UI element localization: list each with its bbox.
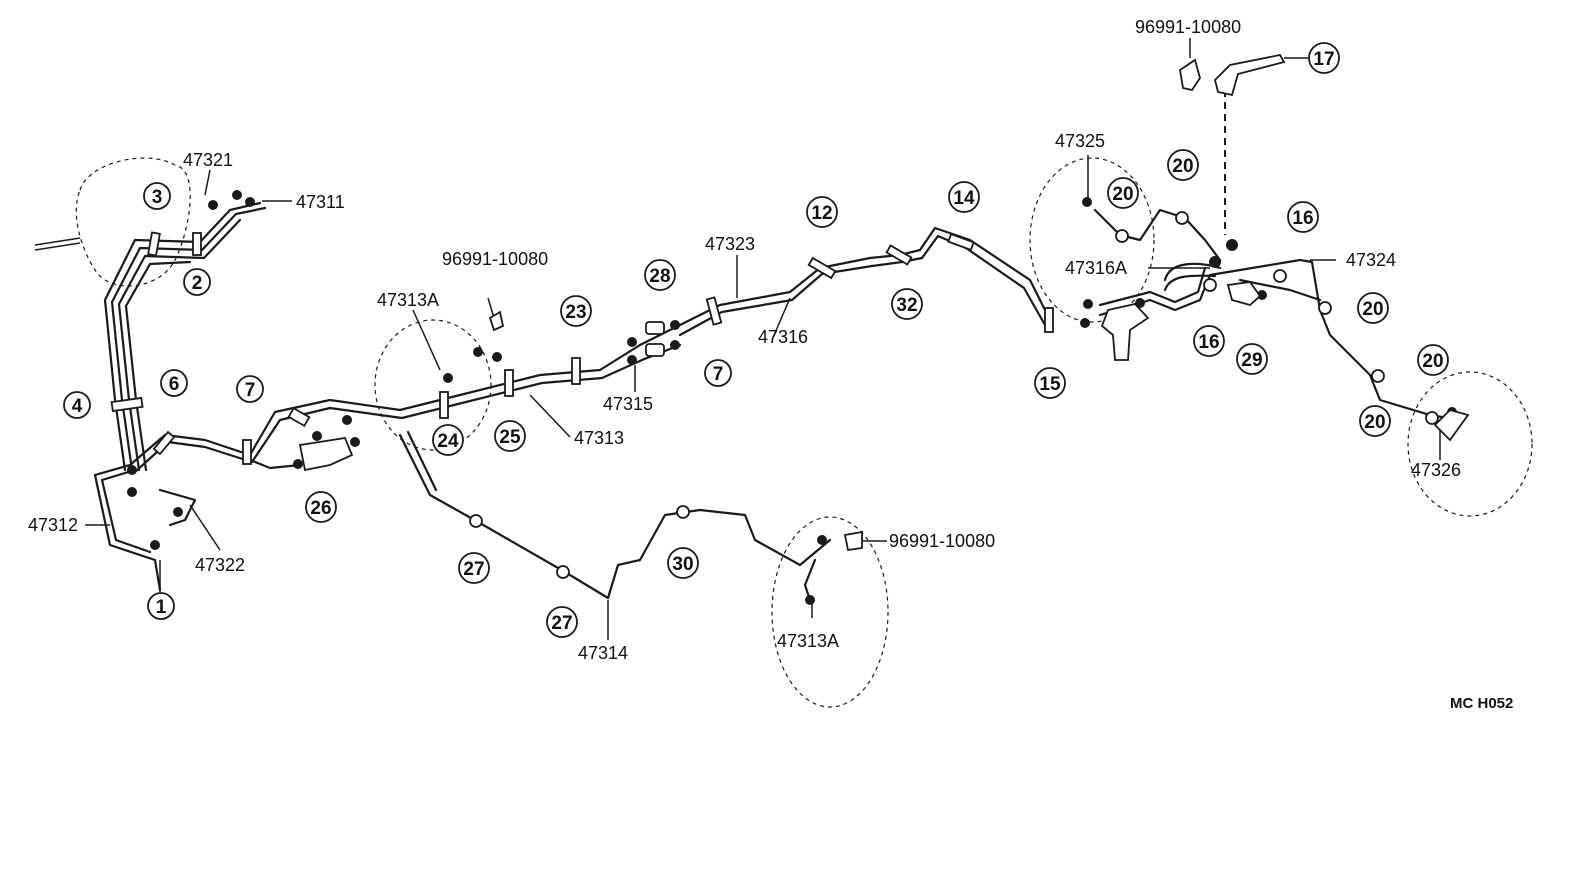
label-47321: 47321 [183, 150, 233, 170]
callout-14: 14 [948, 181, 980, 213]
callout-27-b: 27 [546, 606, 578, 638]
label-96991-10080-top: 96991-10080 [1135, 17, 1241, 37]
callout-1: 1 [147, 592, 175, 620]
callout-4: 4 [63, 391, 91, 419]
callout-20-a: 20 [1107, 177, 1139, 209]
label-47316A: 47316A [1065, 258, 1127, 278]
svg-text:27: 27 [463, 559, 484, 580]
label-47313A-right: 47313A [777, 631, 839, 651]
svg-text:17: 17 [1313, 49, 1334, 70]
callout-6: 6 [160, 369, 188, 397]
rear-valve-detail-outline [1029, 157, 1155, 323]
clamps [110, 211, 1439, 579]
callout-30: 30 [667, 547, 699, 579]
distribution-block [298, 437, 354, 472]
svg-text:7: 7 [713, 364, 724, 385]
callout-20-e: 20 [1359, 405, 1391, 437]
svg-text:25: 25 [499, 427, 521, 448]
proportioning-valve [1100, 303, 1150, 361]
svg-text:20: 20 [1422, 351, 1443, 372]
svg-text:1: 1 [156, 597, 167, 618]
svg-text:7: 7 [245, 380, 256, 401]
callout-17: 17 [1308, 42, 1340, 74]
master-cylinder-rod [34, 237, 81, 246]
callout-16-a: 16 [1287, 201, 1319, 233]
svg-text:16: 16 [1198, 332, 1219, 353]
svg-text:2: 2 [192, 273, 203, 294]
svg-text:12: 12 [811, 203, 832, 224]
svg-text:32: 32 [896, 295, 917, 316]
svg-text:29: 29 [1241, 350, 1262, 371]
callout-24: 24 [432, 424, 464, 456]
label-47312: 47312 [28, 515, 78, 535]
brake-pipes [93, 201, 1462, 602]
master-cylinder-outline [75, 157, 191, 287]
callouts: 3 2 4 6 7 1 26 24 25 23 28 7 12 32 14 15… [63, 42, 1449, 638]
label-47316: 47316 [758, 327, 808, 347]
rear-wheel-detail-outline [1407, 371, 1533, 517]
callout-32: 32 [891, 288, 923, 320]
callout-28: 28 [644, 259, 676, 291]
svg-text:20: 20 [1112, 184, 1133, 205]
svg-text:24: 24 [437, 431, 459, 452]
svg-text:30: 30 [672, 554, 693, 575]
svg-text:6: 6 [169, 374, 180, 395]
label-47322: 47322 [195, 555, 245, 575]
callout-29: 29 [1236, 343, 1268, 375]
svg-text:16: 16 [1292, 208, 1313, 229]
svg-text:26: 26 [310, 498, 331, 519]
svg-text:15: 15 [1039, 374, 1061, 395]
callout-16-b: 16 [1193, 325, 1225, 357]
svg-text:20: 20 [1364, 412, 1385, 433]
leader-lines [85, 38, 1441, 640]
callout-26: 26 [305, 491, 337, 523]
label-47325: 47325 [1055, 131, 1105, 151]
components [127, 53, 1470, 605]
svg-text:4: 4 [72, 396, 83, 417]
label-47326: 47326 [1411, 460, 1461, 480]
label-47314: 47314 [578, 643, 628, 663]
label-47324: 47324 [1346, 250, 1396, 270]
bracket-17 [1214, 53, 1286, 97]
callout-25: 25 [494, 420, 526, 452]
callout-23: 23 [560, 295, 592, 327]
left-front-detail-outline [374, 319, 492, 451]
callout-2: 2 [183, 268, 211, 296]
callout-3: 3 [143, 182, 171, 210]
right-front-detail-outline [771, 516, 889, 708]
callout-15: 15 [1034, 367, 1066, 399]
label-47311: 47311 [296, 192, 345, 212]
callout-20-d: 20 [1417, 344, 1449, 376]
label-96991-10080-left: 96991-10080 [442, 249, 548, 269]
label-47313A-left: 47313A [377, 290, 439, 310]
svg-text:28: 28 [649, 266, 670, 287]
svg-text:27: 27 [551, 613, 572, 634]
callout-12: 12 [806, 196, 838, 228]
part-number-labels: 47321 47311 47312 47322 96991-10080 4731… [28, 17, 1513, 712]
detail-outlines [34, 157, 1533, 708]
svg-text:14: 14 [953, 188, 975, 209]
callout-20-b: 20 [1167, 149, 1199, 181]
svg-text:3: 3 [152, 187, 163, 208]
callout-7-middle: 7 [704, 359, 732, 387]
label-96991-10080-mid: 96991-10080 [889, 531, 995, 551]
svg-text:20: 20 [1172, 156, 1193, 177]
callout-20-c: 20 [1357, 292, 1389, 324]
callout-7-left: 7 [236, 375, 264, 403]
label-47323: 47323 [705, 234, 755, 254]
svg-text:23: 23 [565, 302, 586, 323]
valve-29 [1226, 281, 1262, 306]
clip-96991-upper [1179, 58, 1201, 92]
label-47313: 47313 [574, 428, 624, 448]
svg-text:20: 20 [1362, 299, 1383, 320]
label-47315: 47315 [603, 394, 653, 414]
diagram-code: MC H052 [1450, 695, 1513, 712]
callout-27-a: 27 [458, 552, 490, 584]
